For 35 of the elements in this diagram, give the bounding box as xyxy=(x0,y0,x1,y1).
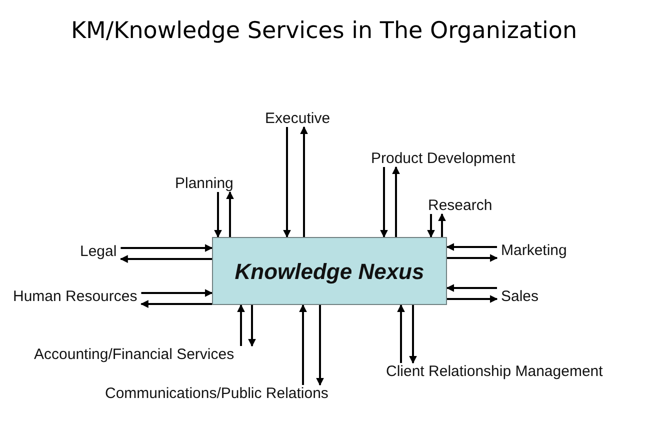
arrow xyxy=(214,192,222,238)
arrow xyxy=(447,254,498,262)
arrow xyxy=(380,167,388,238)
diagram-title: KM/Knowledge Services in The Organization xyxy=(70,18,578,44)
arrow xyxy=(392,166,400,237)
department-label: Research xyxy=(424,197,496,214)
department-label: Legal xyxy=(76,243,121,260)
arrow xyxy=(140,300,212,308)
department-label: Marketing xyxy=(497,242,571,259)
arrow xyxy=(237,304,245,346)
department-label: Executive xyxy=(261,110,334,127)
arrow xyxy=(299,304,307,385)
arrow xyxy=(438,213,446,237)
arrow xyxy=(120,244,213,252)
arrow xyxy=(316,305,324,386)
arrow xyxy=(409,305,417,364)
department-label: Planning xyxy=(171,175,238,192)
arrow xyxy=(446,284,497,292)
department-label: Sales xyxy=(497,288,543,305)
arrow xyxy=(427,214,435,238)
arrow xyxy=(447,295,498,303)
arrow xyxy=(141,289,213,297)
department-label: Human Resources xyxy=(9,288,142,305)
arrow xyxy=(120,255,212,263)
department-label: Product Development xyxy=(367,150,520,167)
arrow xyxy=(446,243,497,251)
arrow xyxy=(300,126,308,237)
arrow xyxy=(248,305,256,347)
department-label: Communications/Public Relations xyxy=(101,385,332,402)
department-label: Accounting/Financial Services xyxy=(30,346,238,363)
hub-box: Knowledge Nexus xyxy=(212,237,447,305)
arrow xyxy=(397,304,405,363)
department-label: Client Relationship Management xyxy=(382,363,607,380)
arrow xyxy=(283,127,291,238)
arrow xyxy=(226,191,234,237)
